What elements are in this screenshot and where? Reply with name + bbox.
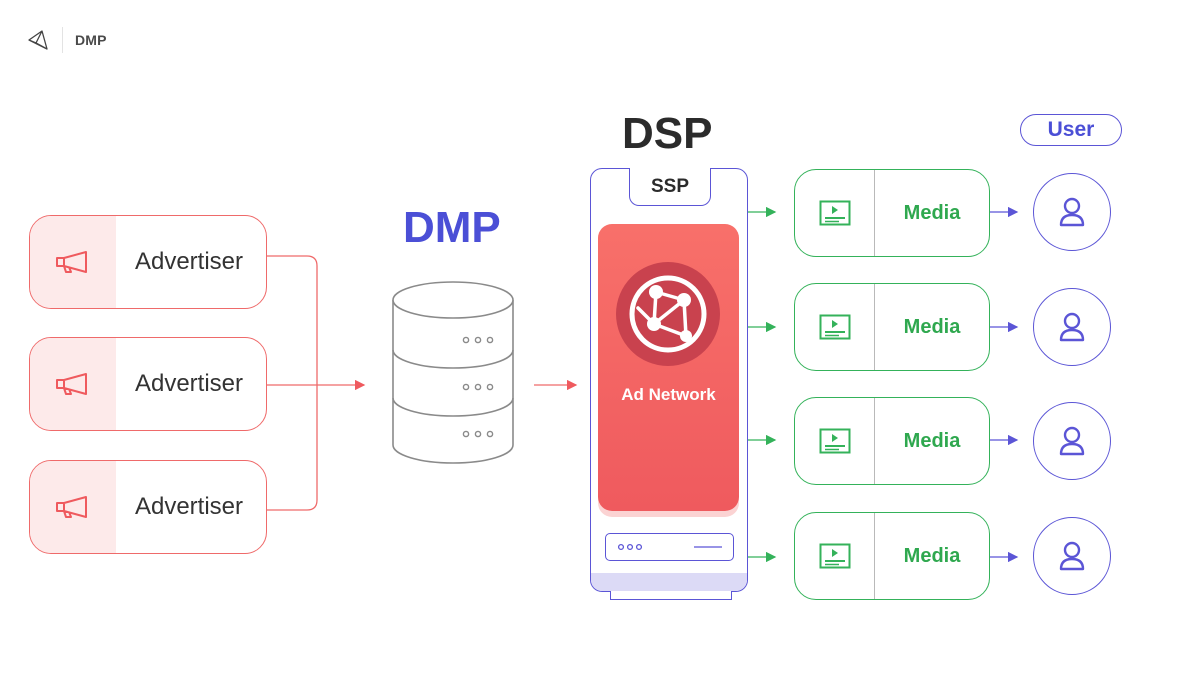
- advertiser-icon-cell: [30, 216, 116, 308]
- media-box: Media: [794, 397, 990, 485]
- media-label: Media: [903, 201, 961, 224]
- network-globe-icon: [616, 262, 720, 366]
- user-icon: [1059, 312, 1085, 342]
- media-icon-cell: [795, 284, 875, 370]
- user-circle: [1033, 402, 1111, 480]
- dsp-to-media-arrows: [748, 206, 777, 563]
- dsp-server-foot: [610, 591, 732, 600]
- geometric-star-logo-icon: [28, 30, 48, 50]
- dsp-bottom-band: [591, 573, 747, 591]
- advertiser-icon-cell: [30, 338, 116, 430]
- dsp-title: DSP: [622, 109, 713, 158]
- media-box: Media: [794, 283, 990, 371]
- media-label: Media: [903, 544, 961, 567]
- media-icon-cell: [795, 170, 875, 256]
- media-icon-cell: [795, 398, 875, 484]
- advertiser-box: Advertiser: [29, 337, 267, 431]
- media-to-user-arrows: [990, 206, 1019, 563]
- user-icon: [1059, 541, 1085, 571]
- database-icon: [392, 281, 514, 464]
- video-player-icon: [819, 543, 850, 569]
- ad-network-label: Ad Network: [621, 385, 716, 404]
- advertiser-connector: [267, 255, 366, 511]
- video-player-icon: [819, 428, 850, 454]
- advertiser-box: Advertiser: [29, 215, 267, 309]
- video-player-icon: [819, 314, 850, 340]
- advertiser-label: Advertiser: [134, 493, 244, 520]
- advertiser-box: Advertiser: [29, 460, 267, 554]
- media-box: Media: [794, 512, 990, 600]
- user-circle: [1033, 173, 1111, 251]
- media-box: Media: [794, 169, 990, 257]
- megaphone-icon: [56, 496, 87, 518]
- dmp-title: DMP: [403, 203, 501, 252]
- advertiser-label: Advertiser: [134, 248, 244, 275]
- megaphone-icon: [56, 251, 87, 273]
- header: DMP: [26, 26, 107, 54]
- media-label: Media: [903, 429, 961, 452]
- user-circle: [1033, 517, 1111, 595]
- media-label: Media: [903, 315, 961, 338]
- media-icon-cell: [795, 513, 875, 599]
- user-circle: [1033, 288, 1111, 366]
- header-divider: [62, 27, 63, 53]
- database-indicator-dots: [462, 336, 494, 438]
- megaphone-icon: [56, 373, 87, 395]
- header-title: DMP: [75, 32, 107, 48]
- advertiser-label: Advertiser: [134, 370, 244, 397]
- video-player-icon: [819, 200, 850, 226]
- panel-indicator-icon: [617, 543, 722, 551]
- ssp-label: SSP: [629, 168, 711, 206]
- user-label: User: [1020, 114, 1122, 146]
- user-icon: [1059, 197, 1085, 227]
- dsp-control-panel: [605, 533, 734, 561]
- user-icon: [1059, 426, 1085, 456]
- advertiser-icon-cell: [30, 461, 116, 553]
- ad-network-card: Ad Network: [598, 224, 739, 511]
